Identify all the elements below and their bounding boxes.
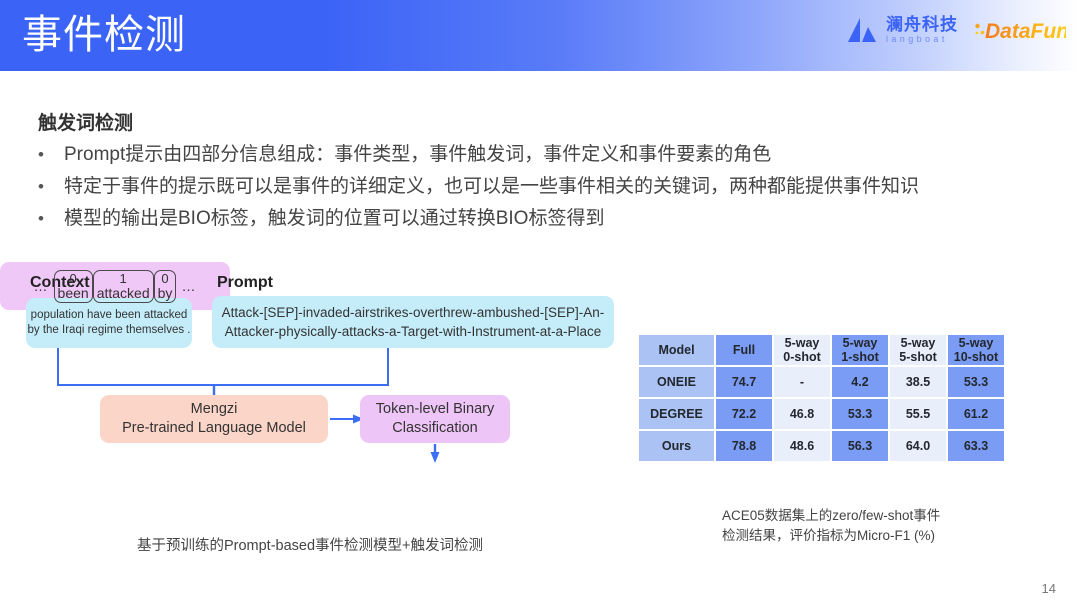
list-item: • 特定于事件的提示既可以是事件的详细定义，也可以是一些事件相关的关键词，两种都… [38, 171, 1048, 202]
table-caption-line-1: ACE05数据集上的zero/few-shot事件 [722, 508, 941, 523]
results-table: Model Full 5-way 0-shot 5-way 1-shot 5-w… [637, 333, 1006, 463]
cell-value: 53.3 [948, 367, 1004, 397]
bullet-text: Prompt提示由四部分信息组成：事件类型，事件触发词，事件定义和事件要素的角色 [64, 144, 772, 165]
token-item: 0 been [53, 269, 93, 303]
table-caption: ACE05数据集上的zero/few-shot事件 检测结果，评价指标为Micr… [722, 506, 1012, 546]
pretrained-model-box: Mengzi Pre-trained Language Model [100, 395, 328, 443]
token-item: 1 attacked [92, 269, 154, 303]
list-item: • Prompt提示由四部分信息组成：事件类型，事件触发词，事件定义和事件要素的… [38, 139, 1048, 170]
ellipsis-right: … [181, 278, 197, 294]
column-header-10shot: 5-way 10-shot [948, 335, 1004, 365]
column-header-model: Model [639, 335, 714, 365]
prompt-box: Attack-[SEP]-invaded-airstrikes-overthre… [212, 296, 614, 348]
sail-boat-icon [848, 18, 876, 42]
prompt-line-2: Attacker-physically-attacks-a-Target-wit… [224, 324, 602, 339]
cell-model: Ours [639, 431, 714, 461]
model-subtitle: Pre-trained Language Model [122, 420, 306, 436]
bullet-marker: • [38, 209, 44, 228]
langboat-wordmark: 澜舟科技 langboat [886, 16, 958, 44]
langboat-name-cn: 澜舟科技 [886, 15, 958, 34]
list-item: • 模型的输出是BIO标签，触发词的位置可以通过转换BIO标签得到 [38, 203, 1048, 234]
token-item: 0 by [153, 269, 177, 303]
cell-value: 48.6 [774, 431, 830, 461]
diagram-caption: 基于预训练的Prompt-based事件检测模型+触发词检测 [136, 538, 484, 554]
section-title: 触发词检测 [38, 113, 134, 134]
column-header-0shot: 5-way 0-shot [774, 335, 830, 365]
context-text: population have been attacked by the Ira… [27, 309, 191, 336]
cell-value: 63.3 [948, 431, 1004, 461]
results-table-container: Model Full 5-way 0-shot 5-way 1-shot 5-w… [637, 333, 1006, 463]
table-caption-line-2: 检测结果，评价指标为Micro-F1 (%) [722, 528, 935, 543]
cell-value: 64.0 [890, 431, 946, 461]
classifier-line-2: Classification [392, 420, 478, 436]
table-row: DEGREE 72.2 46.8 53.3 55.5 61.2 [639, 399, 1004, 429]
token-word: attacked [96, 284, 150, 301]
bullet-list: • Prompt提示由四部分信息组成：事件类型，事件触发词，事件定义和事件要素的… [38, 139, 1048, 235]
page-number: 14 [1041, 581, 1056, 596]
model-name: Mengzi [190, 401, 238, 417]
datafun-wordmark-icon: DataFun. [975, 20, 1066, 43]
bullet-marker: • [38, 177, 44, 196]
column-header-5shot: 5-way 5-shot [890, 335, 946, 365]
langboat-name-en: langboat [886, 34, 948, 44]
classification-box: Token-level Binary Classification [360, 395, 510, 443]
prompt-text: Attack-[SEP]-invaded-airstrikes-overthre… [222, 303, 605, 341]
cell-value: 53.3 [832, 399, 888, 429]
token-word: been [57, 284, 89, 301]
table-body: ONEIE 74.7 - 4.2 38.5 53.3 DEGREE 72.2 4… [639, 367, 1004, 461]
cell-value: 55.5 [890, 399, 946, 429]
page-title: 事件检测 [22, 13, 186, 57]
cell-value: 61.2 [948, 399, 1004, 429]
cell-value: 78.8 [716, 431, 772, 461]
langboat-logo: 澜舟科技 langboat [846, 14, 958, 46]
table-header-row: Model Full 5-way 0-shot 5-way 1-shot 5-w… [639, 335, 1004, 365]
table-row: ONEIE 74.7 - 4.2 38.5 53.3 [639, 367, 1004, 397]
token-label: 0 [161, 270, 169, 286]
slide-header: 事件检测 澜舟科技 langboat [0, 0, 1080, 71]
cell-value: 56.3 [832, 431, 888, 461]
context-box: population have been attacked by the Ira… [26, 298, 192, 348]
cell-value: 74.7 [716, 367, 772, 397]
column-header-full: Full [716, 335, 772, 365]
token-output-box: … 0 been 1 attacked 0 by … [0, 262, 230, 310]
datafun-logo: DataFun. [974, 17, 1066, 43]
cell-value: - [774, 367, 830, 397]
token-row: … 0 been 1 attacked 0 by … [0, 262, 230, 310]
cell-value: 72.2 [716, 399, 772, 429]
bullet-text: 特定于事件的提示既可以是事件的详细定义，也可以是一些事件相关的关键词，两种都能提… [64, 176, 920, 197]
architecture-diagram: Context Prompt population have been atta… [0, 262, 630, 572]
cell-model: DEGREE [639, 399, 714, 429]
prompt-line-1: Attack-[SEP]-invaded-airstrikes-overthre… [221, 305, 605, 320]
table-row: Ours 78.8 48.6 56.3 64.0 63.3 [639, 431, 1004, 461]
token-label: 0 [69, 270, 77, 286]
cell-value: 4.2 [832, 367, 888, 397]
cell-model: ONEIE [639, 367, 714, 397]
table-header: Model Full 5-way 0-shot 5-way 1-shot 5-w… [639, 335, 1004, 365]
svg-text:DataFun.: DataFun. [985, 20, 1066, 43]
bullet-text: 模型的输出是BIO标签，触发词的位置可以通过转换BIO标签得到 [64, 208, 605, 229]
column-header-1shot: 5-way 1-shot [832, 335, 888, 365]
context-label: Context [30, 274, 90, 291]
cell-value: 46.8 [774, 399, 830, 429]
ellipsis-left: … [33, 278, 49, 294]
prompt-label: Prompt [217, 274, 273, 291]
token-word: by [157, 284, 173, 301]
logo-group: 澜舟科技 langboat DataFun. [846, 14, 1066, 46]
cell-value: 38.5 [890, 367, 946, 397]
classifier-line-1: Token-level Binary [375, 401, 495, 417]
token-label: 1 [119, 270, 127, 286]
bullet-marker: • [38, 145, 44, 164]
